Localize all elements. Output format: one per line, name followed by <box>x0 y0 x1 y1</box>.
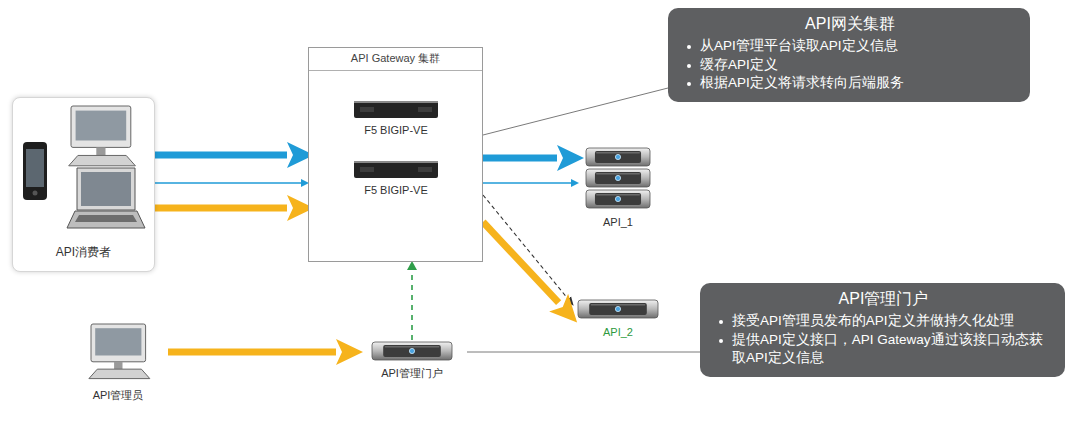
callout-bullet: 提供API定义接口，API Gateway通过该接口动态获取API定义信息 <box>718 331 1049 368</box>
flow-arrow <box>168 349 336 356</box>
gateway-cluster: F5 BIGIP-VE F5 BIGIP-VE API Gateway 集群 <box>308 47 483 262</box>
flow-arrow <box>483 182 571 183</box>
admin-workstation: API管理员 <box>68 320 168 403</box>
flow-arrow <box>155 205 287 212</box>
f5-icon <box>354 160 438 180</box>
node-label: API管理员 <box>93 388 144 403</box>
api-server: API_2 <box>573 298 663 338</box>
flow-arrow <box>483 195 568 299</box>
cluster-title: API Gateway 集群 <box>309 48 482 71</box>
consumers-icon <box>13 98 154 243</box>
server-icon <box>372 340 452 362</box>
callout-bullet: 根据API定义将请求转向后端服务 <box>686 74 1014 93</box>
node-label: API_1 <box>603 216 633 228</box>
callout-title: API网关集群 <box>686 14 1014 35</box>
callout-bullet: 缓存API定义 <box>686 56 1014 75</box>
flow-arrow <box>411 270 413 340</box>
callout-bullet: 接受API管理员发布的API定义并做持久化处理 <box>718 312 1049 331</box>
desktop-icon <box>85 320 151 384</box>
leader-line <box>467 352 700 353</box>
flow-arrow <box>155 182 301 183</box>
flow-arrow <box>483 222 559 303</box>
f5-icon <box>354 100 438 120</box>
node-label: API管理门户 <box>381 366 443 381</box>
leader-line <box>483 88 668 135</box>
server-icon <box>578 298 658 322</box>
callout-bullet: 从API管理平台读取API定义信息 <box>686 37 1014 56</box>
node-label: F5 BIGIP-VE <box>364 184 428 196</box>
node-label: API消费者 <box>52 244 115 261</box>
callout-box: API管理门户接受API管理员发布的API定义并做持久化处理提供API定义接口，… <box>700 283 1065 377</box>
callout-title: API管理门户 <box>718 289 1049 310</box>
gateway-device: F5 BIGIP-VE <box>341 100 451 136</box>
node-label: API_2 <box>603 326 633 338</box>
node-label: F5 BIGIP-VE <box>364 124 428 136</box>
flow-arrow <box>483 155 557 162</box>
callout-box: API网关集群从API管理平台读取API定义信息缓存API定义根据API定义将请… <box>668 8 1030 102</box>
consumer-group: API消费者 <box>12 97 155 272</box>
flow-arrow <box>155 152 287 159</box>
servers3-icon <box>584 146 652 212</box>
gateway-device: F5 BIGIP-VE <box>341 160 451 196</box>
api-server: API_1 <box>578 146 658 228</box>
portal-server: API管理门户 <box>357 340 467 381</box>
